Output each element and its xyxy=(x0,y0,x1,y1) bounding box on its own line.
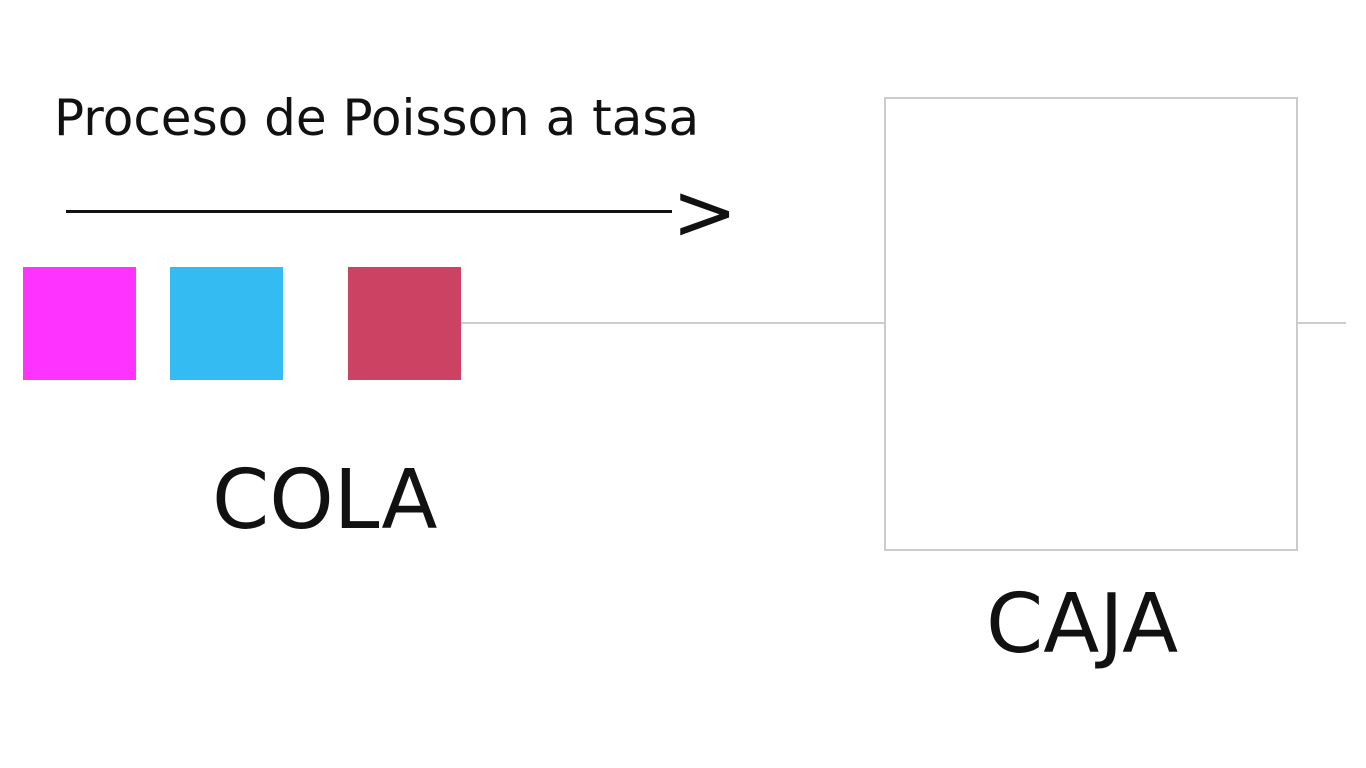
arrival-arrow-shaft xyxy=(66,210,672,213)
customer-square-3 xyxy=(348,267,461,380)
server-box xyxy=(884,97,1298,551)
server-label: CAJA xyxy=(986,577,1179,672)
exit-connector-line xyxy=(1296,322,1346,324)
arrival-arrow-head: > xyxy=(672,168,738,258)
arrival-process-label: Proceso de Poisson a tasa xyxy=(54,89,700,147)
queue-label: COLA xyxy=(212,453,438,548)
queue-connector-line xyxy=(460,322,886,324)
customer-square-2 xyxy=(170,267,283,380)
customer-square-1 xyxy=(23,267,136,380)
